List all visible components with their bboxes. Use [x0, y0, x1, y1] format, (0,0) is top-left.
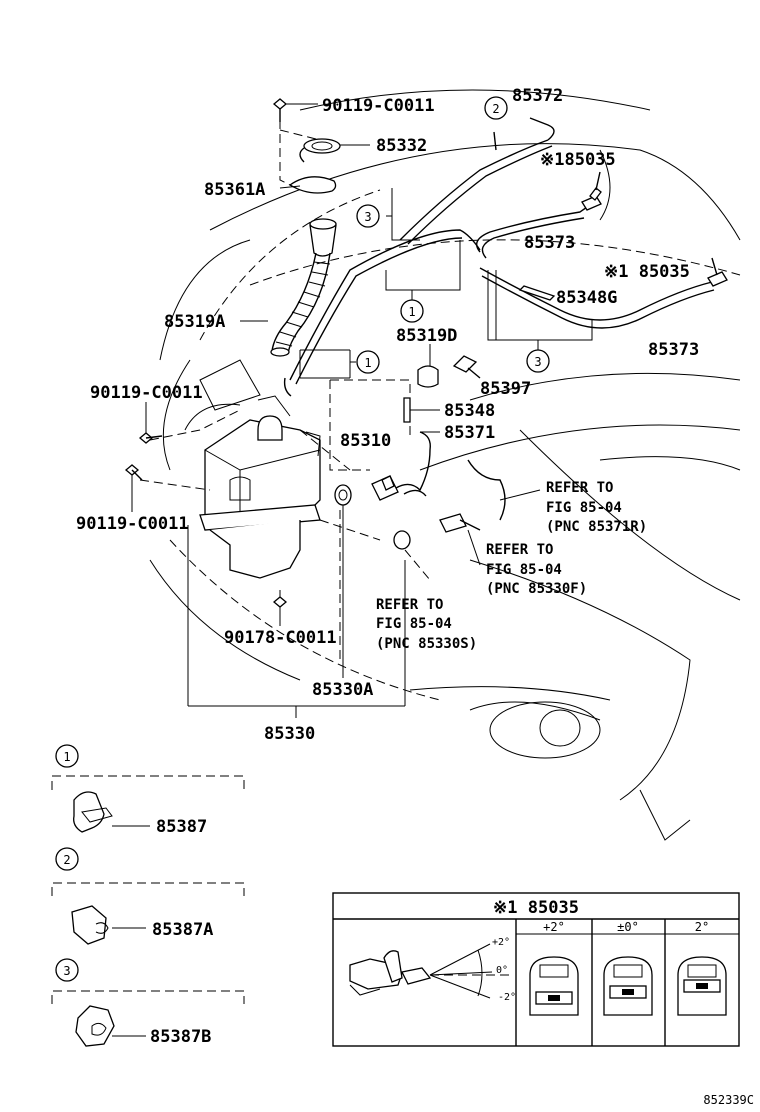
refer-85330f-line2: FIG 85-04: [486, 562, 562, 578]
label-85348g: 85348G: [556, 288, 617, 308]
callout-3-text: 3: [364, 210, 371, 224]
label-85397: 85397: [480, 379, 531, 399]
nozzle-front-minus2: [677, 956, 727, 1016]
inset-angle-zero: 0°: [496, 965, 508, 976]
label-85319d: 85319D: [396, 326, 457, 346]
inset-angle-plus2: +2°: [492, 937, 510, 948]
inset-title: ※1 85035: [493, 898, 579, 918]
label-85372: 85372: [512, 86, 563, 106]
clip-1-part: 85387: [156, 817, 207, 837]
callout-3-top: 3: [356, 204, 380, 228]
label-85348: 85348: [444, 401, 495, 421]
inset-col-zero: ±0°: [617, 920, 639, 934]
nozzle-angle-inset: ※1 85035 +2° ±0° 2° +2° 0° -2°: [332, 892, 740, 1047]
callout-1-mid-text: 1: [364, 356, 371, 370]
label-85373-right: 85373: [648, 340, 699, 360]
label-85035-right: ※1 85035: [604, 262, 690, 282]
label-85330: 85330: [264, 724, 315, 744]
washer-hoses: [283, 117, 728, 397]
inset-angle-minus2: -2°: [498, 992, 516, 1003]
refer-85330s-line2: FIG 85-04: [376, 616, 452, 632]
small-fittings: [403, 344, 541, 566]
callout-circles: 2 3 1 1 3: [356, 96, 550, 374]
refer-85330s-line3: (PNC 85330S): [376, 636, 477, 652]
callout-2-text: 2: [492, 102, 499, 116]
callout-2-top: 2: [484, 96, 508, 120]
callout-3-mid-text: 3: [534, 355, 541, 369]
nozzle-front-zero: [603, 956, 653, 1016]
refer-85371r-line3: (PNC 85371R): [546, 519, 647, 535]
figure-id: 852339C: [703, 1093, 754, 1107]
label-85361a: 85361A: [204, 180, 265, 200]
clip-2-number: 2: [63, 853, 70, 867]
refer-note-85371r: REFER TO FIG 85-04 (PNC 85371R): [546, 480, 647, 535]
refer-85371r-line1: REFER TO: [546, 480, 613, 496]
washer-tank: [139, 379, 431, 718]
label-85373-top: 85373: [524, 233, 575, 253]
bolts: [124, 402, 288, 626]
callout-1-top: 1: [400, 299, 424, 323]
clip-1-number: 1: [63, 750, 70, 764]
refer-85330f-line1: REFER TO: [486, 542, 553, 558]
label-85310: 85310: [340, 431, 391, 451]
label-90119-low: 90119-C0011: [76, 514, 189, 534]
label-85035-top: ※185035: [540, 150, 616, 170]
callout-3-mid: 3: [526, 349, 550, 373]
clip-legend: 1 85387 2 85387A 3 85387B: [51, 744, 245, 1047]
nozzle-front-plus2: [529, 956, 579, 1016]
refer-notes: REFER TO FIG 85-04 (PNC 85371R) REFER TO…: [376, 480, 647, 652]
part-labels: 90119-C0011 85332 85361A 85319A 90119-C0…: [76, 86, 699, 744]
refer-85330s-line1: REFER TO: [376, 597, 443, 613]
nozzle-bracket-assembly: [272, 98, 370, 194]
label-85332: 85332: [376, 136, 427, 156]
refer-note-85330f: REFER TO FIG 85-04 (PNC 85330F): [486, 542, 587, 597]
filler-neck: [240, 218, 337, 357]
label-90119-mid: 90119-C0011: [90, 383, 203, 403]
clip-3-part: 85387B: [150, 1027, 211, 1047]
label-85319a: 85319A: [164, 312, 225, 332]
callout-1-text: 1: [408, 305, 415, 319]
clip-2-part: 85387A: [152, 920, 213, 940]
clip-legend-1: 1 85387: [51, 744, 245, 837]
inset-col-minus2: 2°: [695, 920, 709, 934]
label-90119-top: 90119-C0011: [322, 96, 435, 116]
inset-col-plus2: +2°: [543, 920, 565, 934]
label-90178: 90178-C0011: [224, 628, 337, 648]
refer-85371r-line2: FIG 85-04: [546, 500, 622, 516]
clip-3-number: 3: [63, 964, 70, 978]
refer-85330f-line3: (PNC 85330F): [486, 581, 587, 597]
label-85330a: 85330A: [312, 680, 373, 700]
clip-legend-3: 3 85387B: [51, 958, 245, 1047]
refer-note-85330s: REFER TO FIG 85-04 (PNC 85330S): [376, 597, 477, 652]
label-85371: 85371: [444, 423, 495, 443]
callout-1-mid: 1: [356, 350, 380, 374]
clip-legend-2: 2 85387A: [51, 847, 245, 945]
